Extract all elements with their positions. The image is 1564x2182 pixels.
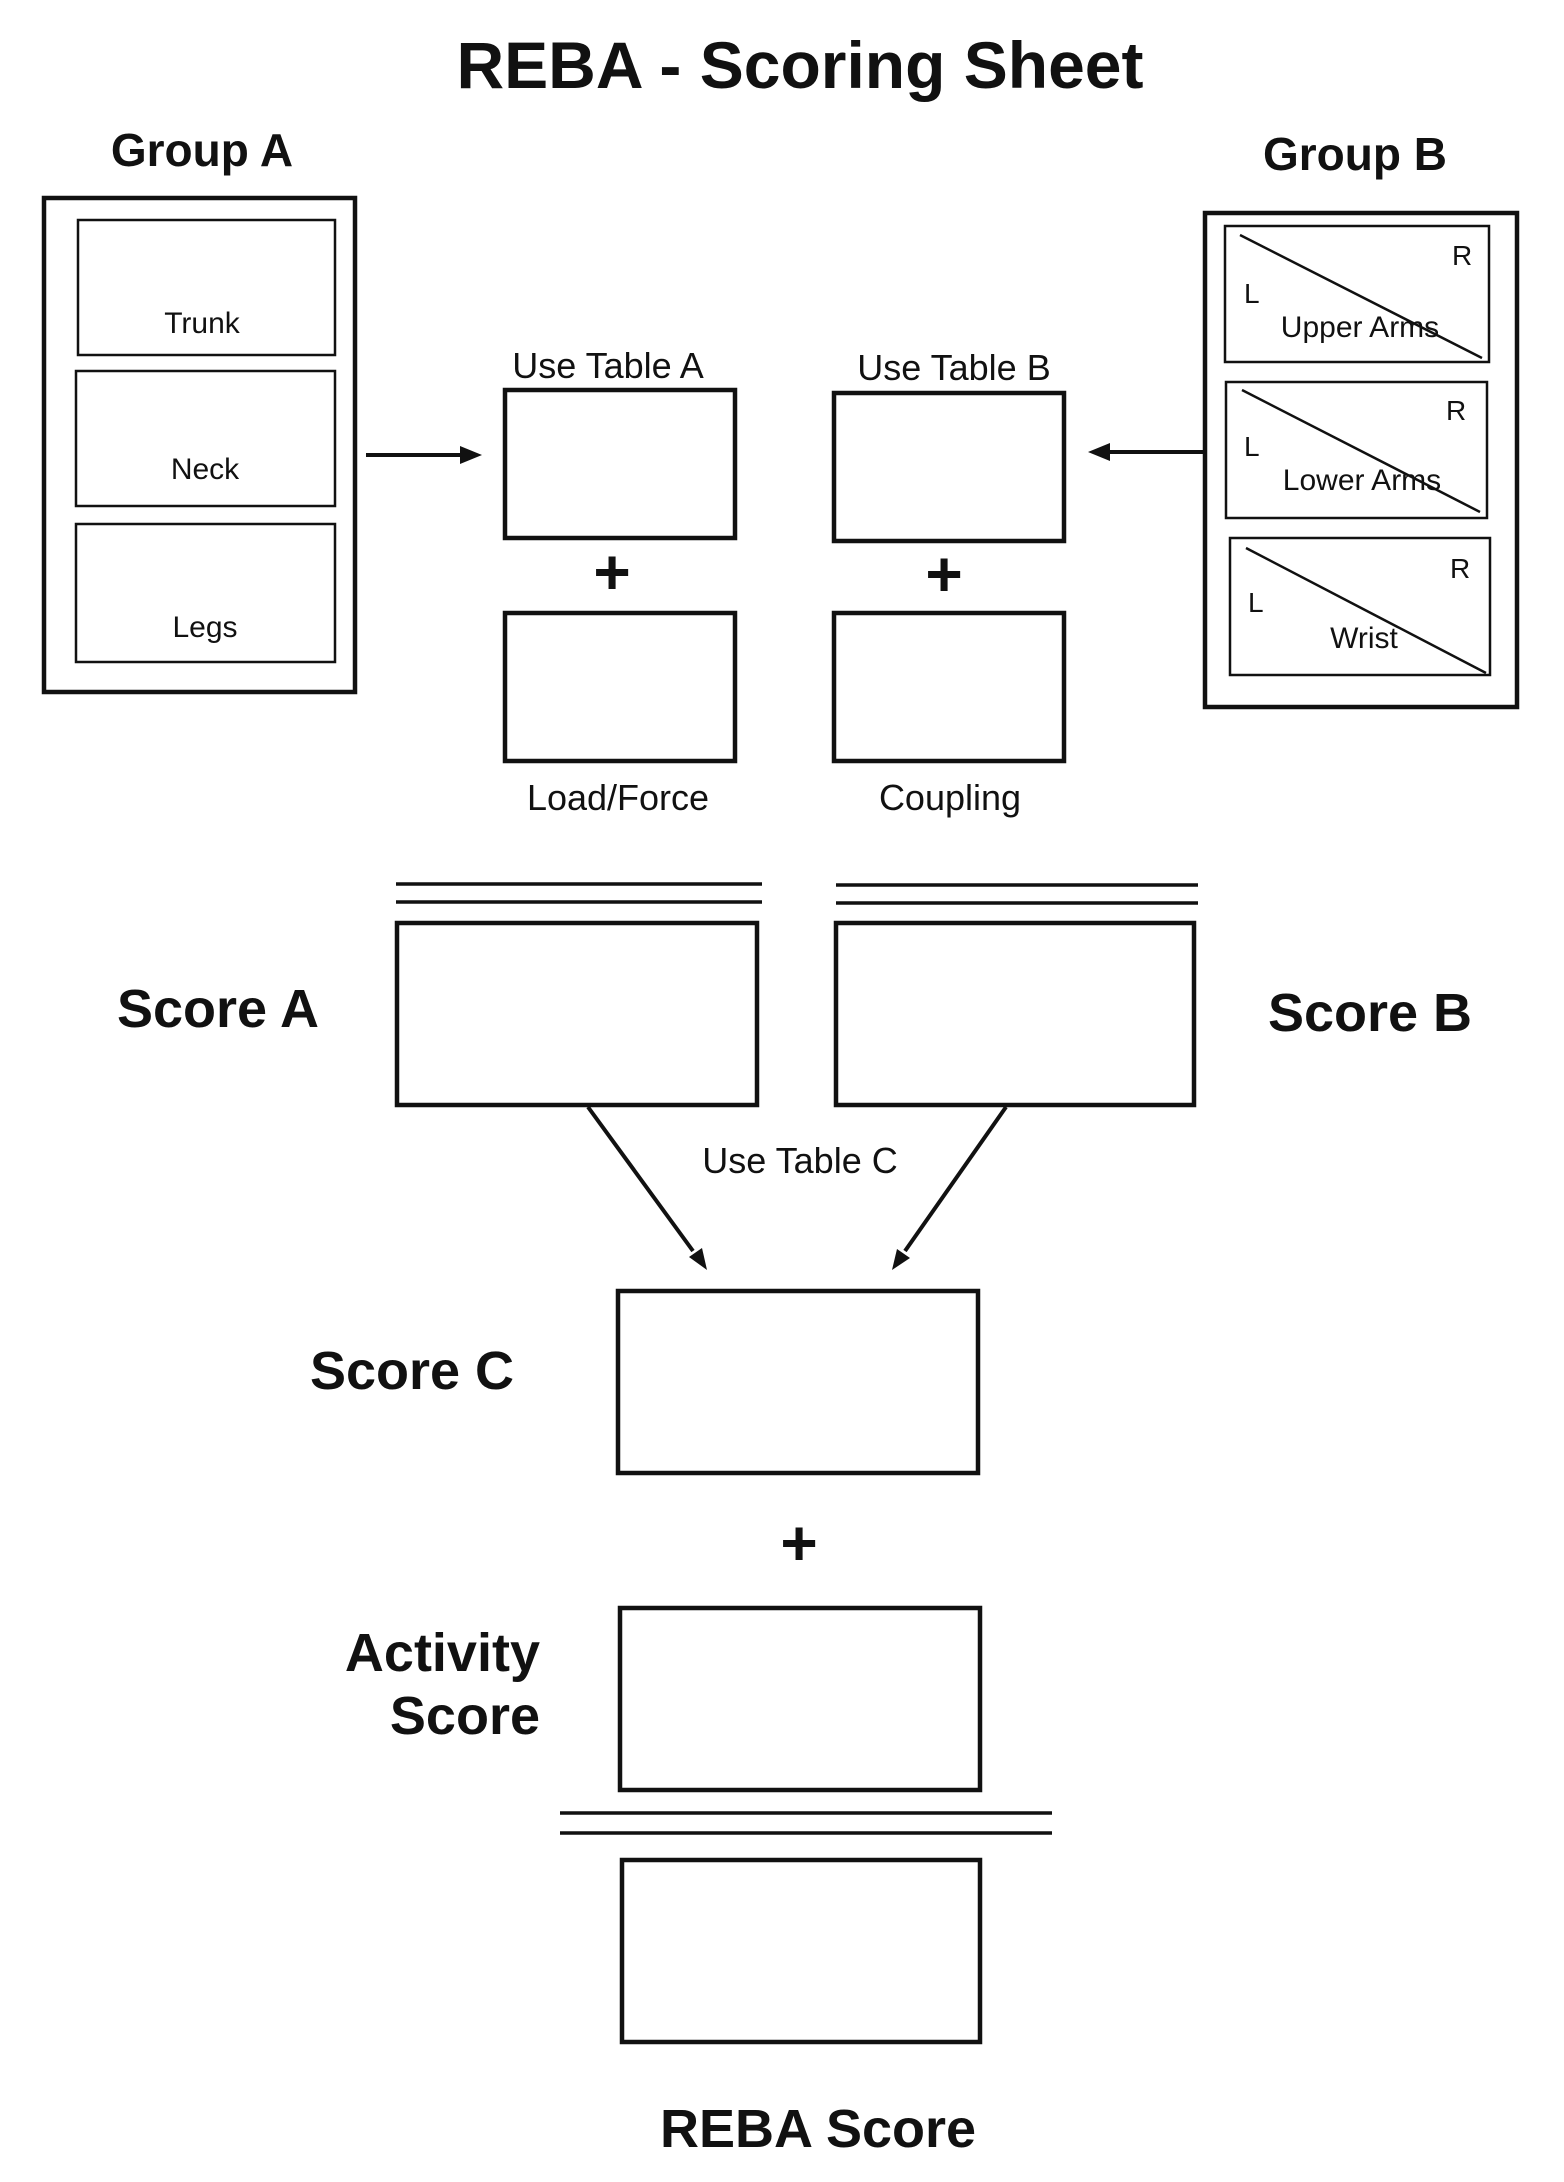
upper-arms-right-label: R [1452,240,1472,271]
wrist-left-label: L [1248,587,1264,618]
wrist-label: Wrist [1330,622,1398,655]
table-a-plus: + [593,536,630,608]
score-c-label: Score C [310,1341,514,1401]
score-a-label: Score A [117,979,319,1039]
group-a-to-table-a-arrow [366,446,482,464]
upper-arms-left-label: L [1244,278,1260,309]
wrist-right-label: R [1450,553,1470,584]
group-b-heading: Group B [1263,128,1447,180]
reba-equals-line [560,1811,1052,1835]
table-a-score-field[interactable] [502,387,738,541]
legs-score-field[interactable] [74,522,337,664]
score-a-field[interactable] [394,920,760,1108]
neck-score-field[interactable] [74,369,337,508]
coupling-score-field[interactable] [831,610,1067,764]
reba-score-label: REBA Score [660,2099,976,2159]
lower-arms-left-label: L [1244,431,1260,462]
activity-score-label-line2: Score [390,1686,540,1746]
score-b-label: Score B [1268,983,1472,1043]
table-b-score-field[interactable] [831,390,1067,544]
wrist-divider [1245,546,1487,675]
trunk-score-field[interactable] [76,218,337,357]
score-b-to-score-c-arrow [892,1105,1008,1270]
load-force-label: Load/Force [527,777,709,818]
legs-label: Legs [172,611,237,644]
score-b-field[interactable] [833,920,1197,1108]
lower-arms-label: Lower Arms [1283,464,1441,497]
use-table-b-label: Use Table B [857,347,1050,388]
score-a-to-score-c-arrow [586,1105,707,1270]
trunk-label: Trunk [164,307,241,340]
load-force-score-field[interactable] [502,610,738,764]
reba-score-field[interactable] [619,1857,983,2045]
lower-arms-divider [1241,388,1481,514]
score-a-equals-line [396,882,762,904]
score-c-plus: + [780,1507,817,1579]
use-table-c-label: Use Table C [702,1140,897,1181]
group-a-heading: Group A [111,124,293,176]
use-table-a-label: Use Table A [512,345,703,386]
group-b-to-table-b-arrow [1088,443,1203,461]
table-b-plus: + [925,538,962,610]
score-b-equals-line [836,883,1198,905]
lower-arms-right-label: R [1446,395,1466,426]
activity-score-label-line1: Activity [345,1623,540,1683]
upper-arms-label: Upper Arms [1281,311,1439,344]
neck-label: Neck [171,453,240,486]
score-c-field[interactable] [615,1288,981,1476]
activity-score-field[interactable] [617,1605,983,1793]
coupling-label: Coupling [879,777,1021,818]
sheet-title: REBA - Scoring Sheet [457,28,1144,102]
upper-arms-divider [1239,233,1483,360]
